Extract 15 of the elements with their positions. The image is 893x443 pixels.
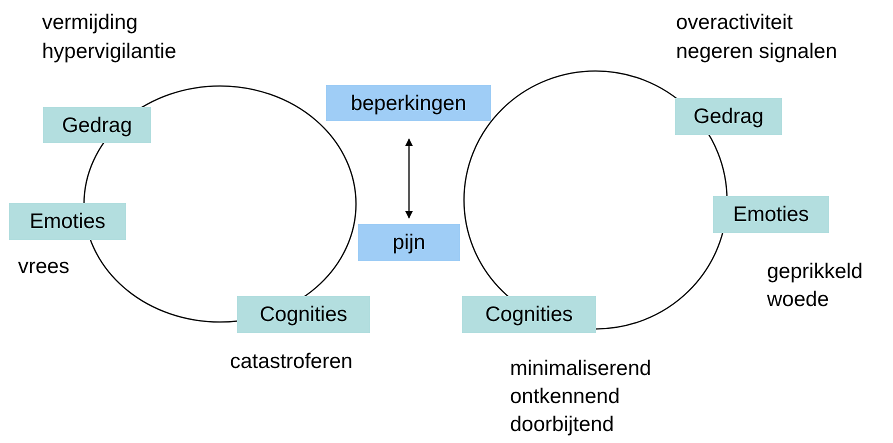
factor-box: beperkingen [326,85,491,121]
annotation-text: catastroferen [230,349,354,375]
component-box: Gedrag [43,107,151,143]
factor-box: pijn [358,224,460,261]
annotation-text: vrees [18,254,70,280]
component-box: Gedrag [675,98,782,135]
component-box: Cognities [237,296,370,333]
annotation-text: overactiviteit negeren signalen [676,10,838,65]
annotation-text: minimaliserend ontkennend doorbijtend [510,356,652,438]
component-box: Emoties [9,203,126,240]
annotation-text: geprikkeld woede [767,259,864,313]
annotation-text: vermijding hypervigilantie [42,10,178,65]
component-box: Emoties [713,196,829,233]
double-arrow [405,138,413,219]
component-box: Cognities [462,296,596,333]
